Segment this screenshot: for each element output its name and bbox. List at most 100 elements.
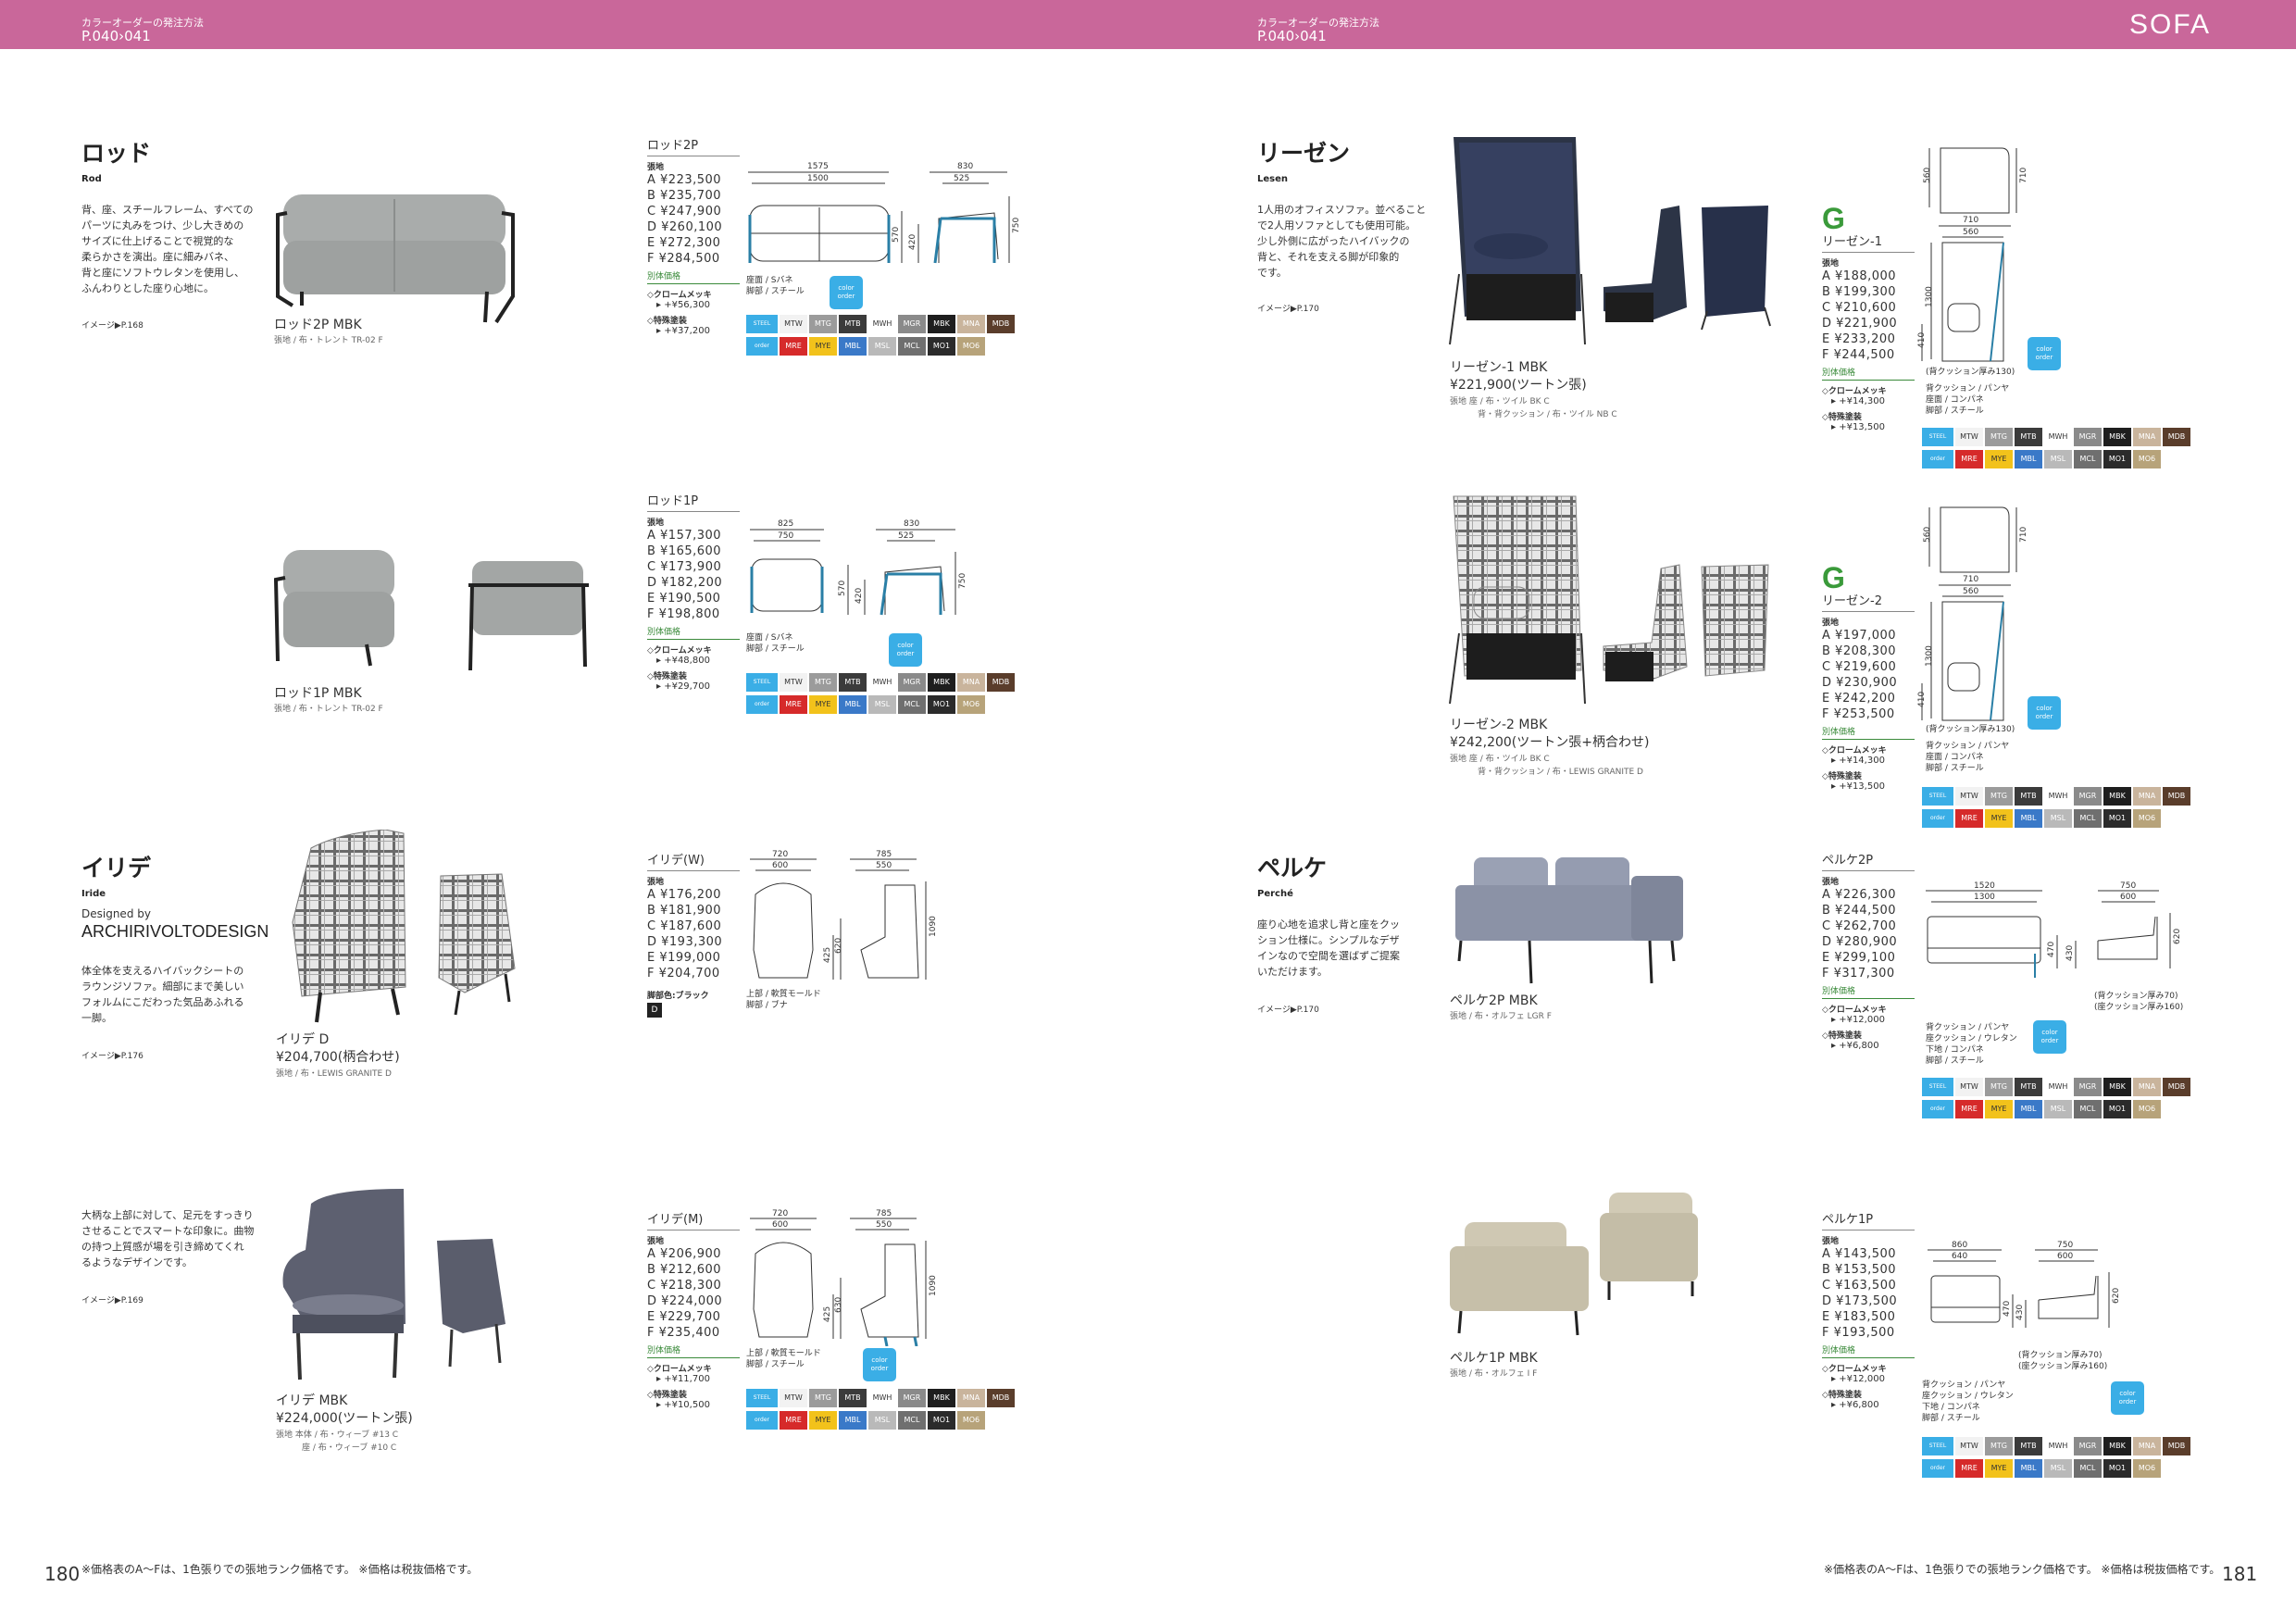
swatch-mye[interactable]: MYE (1985, 1459, 2013, 1478)
swatch-mdb[interactable]: MDB (2163, 1078, 2190, 1096)
swatch-mbk[interactable]: MBK (2103, 428, 2131, 446)
swatch-mwh[interactable]: MWH (868, 315, 896, 333)
swatch-mwh[interactable]: MWH (868, 1389, 896, 1407)
swatch-mbl[interactable]: MBL (2015, 450, 2042, 468)
swatch-mbk[interactable]: MBK (928, 673, 955, 692)
swatch-mtb[interactable]: MTB (2015, 1437, 2042, 1455)
swatch-mbl[interactable]: MBL (2015, 809, 2042, 828)
swatch-mgr[interactable]: MGR (898, 673, 926, 692)
swatch-msl[interactable]: MSL (2044, 1459, 2072, 1478)
swatch-mre[interactable]: MRE (780, 695, 807, 714)
swatch-mtg[interactable]: MTG (809, 673, 837, 692)
swatch-mna[interactable]: MNA (2133, 787, 2161, 806)
swatch-mre[interactable]: MRE (780, 1411, 807, 1430)
swatch-mna[interactable]: MNA (2133, 1437, 2161, 1455)
swatch-mre[interactable]: MRE (1955, 450, 1983, 468)
rod-image-ref[interactable]: イメージ▶P.168 (81, 321, 144, 331)
swatch-mye[interactable]: MYE (809, 1411, 837, 1430)
swatch-msl[interactable]: MSL (2044, 450, 2072, 468)
swatch-mre[interactable]: MRE (1955, 809, 1983, 828)
swatch-mye[interactable]: MYE (1985, 809, 2013, 828)
swatch-mye[interactable]: MYE (1985, 1100, 2013, 1118)
swatch-mbk[interactable]: MBK (928, 1389, 955, 1407)
swatch-mgr[interactable]: MGR (898, 315, 926, 333)
swatch-mre[interactable]: MRE (1955, 1459, 1983, 1478)
swatch-mbl[interactable]: MBL (2015, 1100, 2042, 1118)
swatch-mbl[interactable]: MBL (839, 695, 867, 714)
swatch-mdb[interactable]: MDB (987, 673, 1015, 692)
swatch-mtb[interactable]: MTB (839, 315, 867, 333)
swatch-mbl[interactable]: MBL (839, 1411, 867, 1430)
swatch-mo6[interactable]: MO6 (2133, 1100, 2161, 1118)
swatch-mcl[interactable]: MCL (898, 337, 926, 356)
swatch-mbk[interactable]: MBK (2103, 787, 2131, 806)
swatch-mtb[interactable]: MTB (2015, 428, 2042, 446)
swatch-mgr[interactable]: MGR (2074, 428, 2102, 446)
swatch-mo1[interactable]: MO1 (928, 337, 955, 356)
swatch-mo6[interactable]: MO6 (2133, 450, 2161, 468)
swatch-mtw[interactable]: MTW (780, 1389, 807, 1407)
swatch-mwh[interactable]: MWH (2044, 1078, 2072, 1096)
swatch-msl[interactable]: MSL (2044, 1100, 2072, 1118)
swatch-mwh[interactable]: MWH (868, 673, 896, 692)
swatch-mna[interactable]: MNA (2133, 428, 2161, 446)
swatch-mtb[interactable]: MTB (839, 673, 867, 692)
swatch-mbl[interactable]: MBL (839, 337, 867, 356)
swatch-mdb[interactable]: MDB (2163, 428, 2190, 446)
swatch-mtw[interactable]: MTW (780, 315, 807, 333)
swatch-mo1[interactable]: MO1 (928, 1411, 955, 1430)
swatch-mbl[interactable]: MBL (2015, 1459, 2042, 1478)
swatch-mtg[interactable]: MTG (1985, 428, 2013, 446)
swatch-mcl[interactable]: MCL (898, 1411, 926, 1430)
swatch-mye[interactable]: MYE (1985, 450, 2013, 468)
iride-m-image-ref[interactable]: イメージ▶P.169 (81, 1296, 144, 1305)
swatch-mre[interactable]: MRE (1955, 1100, 1983, 1118)
swatch-mcl[interactable]: MCL (2074, 1100, 2102, 1118)
swatch-mna[interactable]: MNA (957, 315, 985, 333)
swatch-mtb[interactable]: MTB (839, 1389, 867, 1407)
swatch-mo1[interactable]: MO1 (2103, 1459, 2131, 1478)
swatch-mtw[interactable]: MTW (1955, 1437, 1983, 1455)
lesen-image-ref[interactable]: イメージ▶P.170 (1257, 305, 1319, 314)
color-order-ref-left[interactable]: カラーオーダーの発注方法 P.040›041 (81, 17, 204, 44)
color-order-ref-right[interactable]: カラーオーダーの発注方法 P.040›041 (1257, 17, 1379, 44)
swatch-mgr[interactable]: MGR (898, 1389, 926, 1407)
swatch-mo1[interactable]: MO1 (2103, 1100, 2131, 1118)
swatch-mo6[interactable]: MO6 (957, 1411, 985, 1430)
iride-image-ref[interactable]: イメージ▶P.176 (81, 1052, 144, 1061)
swatch-mtg[interactable]: MTG (1985, 787, 2013, 806)
swatch-mo1[interactable]: MO1 (2103, 809, 2131, 828)
swatch-mdb[interactable]: MDB (2163, 1437, 2190, 1455)
swatch-msl[interactable]: MSL (868, 695, 896, 714)
swatch-mo1[interactable]: MO1 (928, 695, 955, 714)
swatch-mye[interactable]: MYE (809, 337, 837, 356)
swatch-mbk[interactable]: MBK (2103, 1437, 2131, 1455)
swatch-mdb[interactable]: MDB (2163, 787, 2190, 806)
swatch-mdb[interactable]: MDB (987, 1389, 1015, 1407)
swatch-mo6[interactable]: MO6 (2133, 1459, 2161, 1478)
swatch-mna[interactable]: MNA (2133, 1078, 2161, 1096)
swatch-mtg[interactable]: MTG (809, 315, 837, 333)
swatch-mo6[interactable]: MO6 (2133, 809, 2161, 828)
swatch-mwh[interactable]: MWH (2044, 428, 2072, 446)
swatch-mre[interactable]: MRE (780, 337, 807, 356)
swatch-msl[interactable]: MSL (2044, 809, 2072, 828)
swatch-mo6[interactable]: MO6 (957, 337, 985, 356)
swatch-mtg[interactable]: MTG (809, 1389, 837, 1407)
swatch-mwh[interactable]: MWH (2044, 1437, 2072, 1455)
swatch-mbk[interactable]: MBK (928, 315, 955, 333)
swatch-mye[interactable]: MYE (809, 695, 837, 714)
swatch-mtb[interactable]: MTB (2015, 787, 2042, 806)
swatch-mbk[interactable]: MBK (2103, 1078, 2131, 1096)
swatch-mtw[interactable]: MTW (780, 673, 807, 692)
swatch-mna[interactable]: MNA (957, 1389, 985, 1407)
swatch-mcl[interactable]: MCL (898, 695, 926, 714)
swatch-mo6[interactable]: MO6 (957, 695, 985, 714)
swatch-msl[interactable]: MSL (868, 337, 896, 356)
